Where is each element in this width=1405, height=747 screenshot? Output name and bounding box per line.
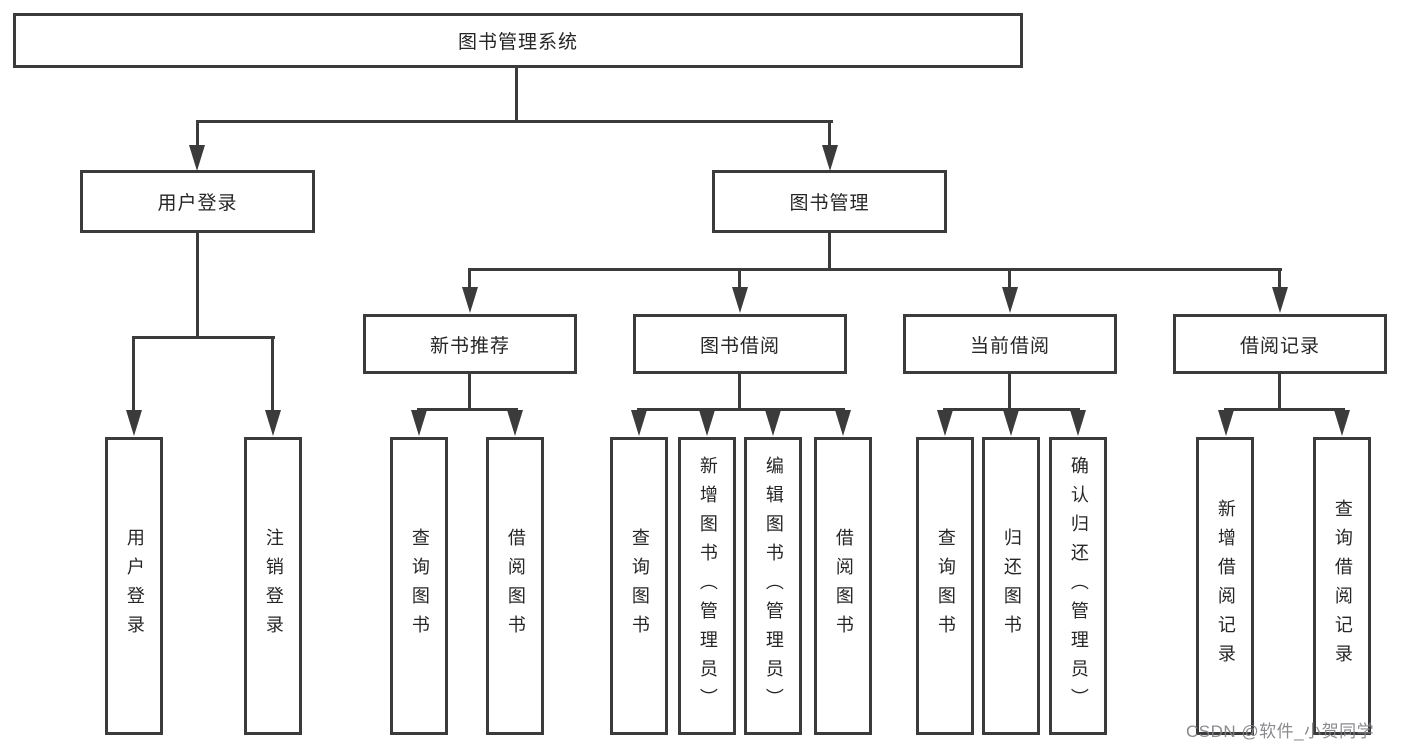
arrow-down-icon [1272,287,1288,313]
node-label: 图书借阅 [699,335,780,357]
node-label: 借阅图书 [833,528,854,644]
node-label: 注销登录 [263,528,284,644]
leaf-recommend-borrow-books: 借阅图书 [486,437,544,735]
connector-line [738,372,741,410]
leaf-add-borrow-record: 新增借阅记录 [1196,437,1254,735]
node-borrowing-records: 借阅记录 [1173,314,1387,374]
connector-line [515,66,518,122]
leaf-borrowing-borrow-books: 借阅图书 [814,437,872,735]
connector-line [1224,408,1345,411]
arrow-down-icon [1334,410,1350,436]
connector-line [738,268,741,292]
node-label: 用户登录 [157,193,238,214]
node-book-borrowing: 图书借阅 [633,314,847,374]
arrow-down-icon [189,145,205,171]
connector-line [1008,372,1011,410]
leaf-query-borrow-record: 查询借阅记录 [1313,437,1371,735]
arrow-down-icon [765,410,781,436]
csdn-watermark: CSDN @软件_小贺同学 [1186,722,1375,741]
connector-line [196,120,833,123]
connector-line [1278,372,1281,410]
node-label: 借阅记录 [1239,335,1320,357]
node-label: 新书推荐 [429,335,510,357]
arrow-down-icon [1003,410,1019,436]
leaf-edit-book-admin: 编辑图书（管理员） [744,437,802,735]
leaf-confirm-return-admin: 确认归还（管理员） [1049,437,1107,735]
node-label: 确认归还（管理员） [1068,455,1089,717]
connector-line [1008,268,1011,292]
connector-line [196,120,199,152]
arrow-down-icon [835,410,851,436]
node-library-system: 图书管理系统 [13,13,1023,68]
arrow-down-icon [265,410,281,436]
connector-line [132,336,275,339]
node-label: 查询图书 [629,528,650,644]
arrow-down-icon [631,410,647,436]
node-label: 借阅图书 [505,528,526,644]
leaf-borrowing-query-books: 查询图书 [610,437,668,735]
leaf-logout: 注销登录 [244,437,302,735]
node-user-login: 用户登录 [80,170,315,233]
node-label: 图书管理系统 [457,32,578,53]
arrow-down-icon [1002,287,1018,313]
arrow-down-icon [126,410,142,436]
node-new-book-recommendation: 新书推荐 [363,314,577,374]
connector-line [271,336,274,414]
connector-line [417,408,518,411]
node-label: 用户登录 [124,528,145,644]
connector-line [1278,268,1281,292]
arrow-down-icon [1218,410,1234,436]
connector-line [468,268,471,292]
node-label: 查询图书 [409,528,430,644]
arrow-down-icon [822,145,838,171]
arrow-down-icon [937,410,953,436]
node-label: 编辑图书（管理员） [763,455,784,717]
arrow-down-icon [1070,410,1086,436]
connector-line [828,231,831,270]
node-label: 图书管理 [789,193,870,214]
leaf-recommend-query-books: 查询图书 [390,437,448,735]
node-label: 新增图书（管理员） [697,455,718,717]
node-label: 归还图书 [1001,528,1022,644]
node-label: 查询借阅记录 [1332,499,1353,673]
connector-line [943,408,1080,411]
leaf-current-query-books: 查询图书 [916,437,974,735]
connector-line [468,372,471,410]
node-current-borrowing: 当前借阅 [903,314,1117,374]
node-label: 新增借阅记录 [1215,499,1236,673]
leaf-add-book-admin: 新增图书（管理员） [678,437,736,735]
leaf-user-login: 用户登录 [105,437,163,735]
arrow-down-icon [699,410,715,436]
arrow-down-icon [732,287,748,313]
node-book-management: 图书管理 [712,170,947,233]
node-label: 当前借阅 [969,335,1050,357]
arrow-down-icon [411,410,427,436]
arrow-down-icon [462,287,478,313]
arrow-down-icon [507,410,523,436]
connector-line [196,231,199,338]
leaf-return-books: 归还图书 [982,437,1040,735]
connector-line [132,336,135,414]
connector-line [468,268,1282,271]
connector-line [828,120,831,152]
node-label: 查询图书 [935,528,956,644]
connector-line [637,408,845,411]
